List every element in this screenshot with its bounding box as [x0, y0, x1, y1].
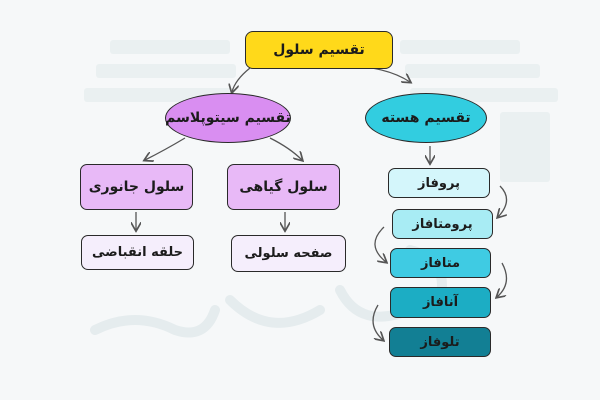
node-label: متافاز — [420, 255, 461, 271]
arrow-root-to-nucleus — [371, 67, 410, 82]
arrow-anaphase-to-telophase — [372, 304, 383, 340]
arrow-cytoplasm-to-animal — [145, 137, 186, 160]
node-label: سلول گیاهی — [239, 179, 328, 195]
node-phase-telophase: تلوفاز — [389, 327, 491, 357]
node-phase-metaphase: متافاز — [390, 248, 491, 278]
node-cell-plate: صفحه سلولی — [231, 235, 346, 272]
node-cell-division: تقسیم سلول — [245, 31, 393, 69]
node-label: حلقه انقباضی — [91, 245, 184, 260]
arrow-prophase-to-prometaphase — [498, 185, 508, 217]
arrow-cytoplasm-to-plant — [269, 137, 302, 160]
node-nuclear-division: تقسیم هسته — [365, 93, 487, 143]
node-phase-prophase: پروفاز — [388, 168, 490, 198]
node-label: سلول جانوری — [88, 179, 185, 195]
arrow-metaphase-to-anaphase — [497, 262, 508, 297]
node-animal-cell: سلول جانوری — [80, 164, 193, 210]
node-label: تقسیم سلول — [273, 42, 365, 58]
arrow-root-to-cytoplasm — [232, 67, 251, 92]
node-label: پروفاز — [418, 175, 460, 191]
node-cytoplasm-division: تقسیم سیتوپلاسم — [165, 93, 291, 143]
node-label: تلوفاز — [420, 334, 460, 350]
node-phase-anaphase: آنافاز — [390, 287, 491, 318]
node-label: پرومتافاز — [412, 216, 473, 232]
node-contractile-ring: حلقه انقباضی — [81, 235, 194, 270]
node-label: تقسیم سیتوپلاسم — [165, 110, 291, 126]
arrow-prometaphase-to-metaphase — [374, 226, 386, 262]
node-label: آنافاز — [422, 295, 459, 310]
node-label: صفحه سلولی — [244, 246, 333, 261]
node-plant-cell: سلول گیاهی — [227, 164, 340, 210]
node-label: تقسیم هسته — [381, 110, 471, 126]
node-phase-prometaphase: پرومتافاز — [392, 209, 493, 239]
